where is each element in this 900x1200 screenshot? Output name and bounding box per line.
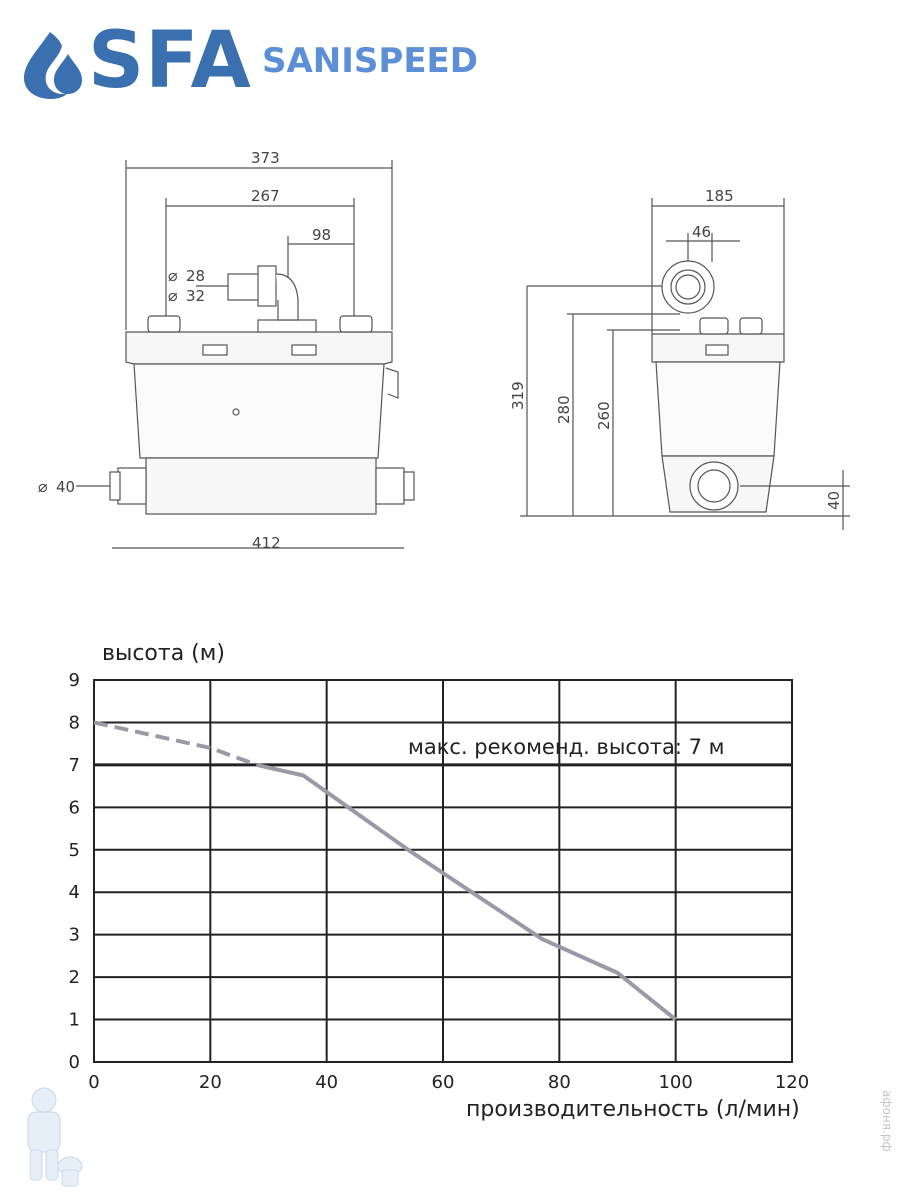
y-tick-label: 6 (69, 797, 80, 818)
dim-32-label: 32 (186, 287, 205, 305)
y-tick-label: 9 (69, 670, 80, 691)
x-tick-label: 120 (775, 1072, 809, 1093)
x-tick-label: 0 (88, 1072, 99, 1093)
y-axis-label: высота (м) (102, 641, 225, 666)
svg-text:⌀: ⌀ (168, 286, 178, 305)
dim-319-label: 319 (509, 381, 527, 410)
water-drop-logo-icon (24, 32, 82, 99)
dim-98-label: 98 (312, 226, 331, 244)
x-tick-label: 40 (315, 1072, 338, 1093)
x-tick-labels: 0 20 40 60 80 100 120 (88, 1072, 809, 1093)
y-tick-label: 3 (69, 925, 80, 946)
series-line-dashed (93, 720, 258, 767)
brand-logo-text: SFA (88, 16, 252, 106)
y-tick-labels: 0 1 2 3 4 5 6 7 8 9 (69, 670, 80, 1073)
max-height-annotation: макс. рекоменд. высота: 7 м (408, 735, 725, 759)
technical-drawing: 373 267 98 ⌀ 28 ⌀ 32 ⌀ 40 412 185 46 319… (38, 149, 850, 552)
plumber-mascot-icon (27, 1087, 83, 1187)
x-tick-label: 20 (199, 1072, 222, 1093)
dim-267-label: 267 (251, 187, 280, 205)
dim-40-side-label: 40 (825, 491, 843, 510)
y-tick-label: 1 (69, 1010, 80, 1031)
x-axis-label: производительность (л/мин) (466, 1097, 800, 1122)
dim-373-label: 373 (251, 149, 280, 167)
dim-28-label: 28 (186, 267, 205, 285)
svg-text:⌀: ⌀ (168, 266, 178, 285)
dim-46-label: 46 (692, 223, 711, 241)
x-tick-label: 80 (548, 1072, 571, 1093)
dim-185-label: 185 (705, 187, 734, 205)
y-tick-label: 5 (69, 840, 80, 861)
product-name: SANISPEED (262, 41, 478, 81)
y-tick-label: 7 (69, 755, 80, 776)
y-tick-label: 4 (69, 882, 80, 903)
y-tick-label: 0 (69, 1052, 80, 1073)
x-tick-label: 100 (658, 1072, 692, 1093)
x-tick-label: 60 (432, 1072, 455, 1093)
svg-text:⌀: ⌀ (38, 477, 48, 496)
dim-40-front-label: 40 (56, 478, 75, 496)
y-tick-label: 8 (69, 712, 80, 733)
chart-series (93, 720, 677, 1022)
series-line-solid (256, 762, 677, 1022)
watermark-text: афоня.рф (880, 1090, 894, 1152)
y-tick-label: 2 (69, 967, 80, 988)
dim-412-label: 412 (252, 534, 281, 552)
dim-280-label: 280 (555, 395, 573, 424)
dim-260-label: 260 (595, 401, 613, 430)
